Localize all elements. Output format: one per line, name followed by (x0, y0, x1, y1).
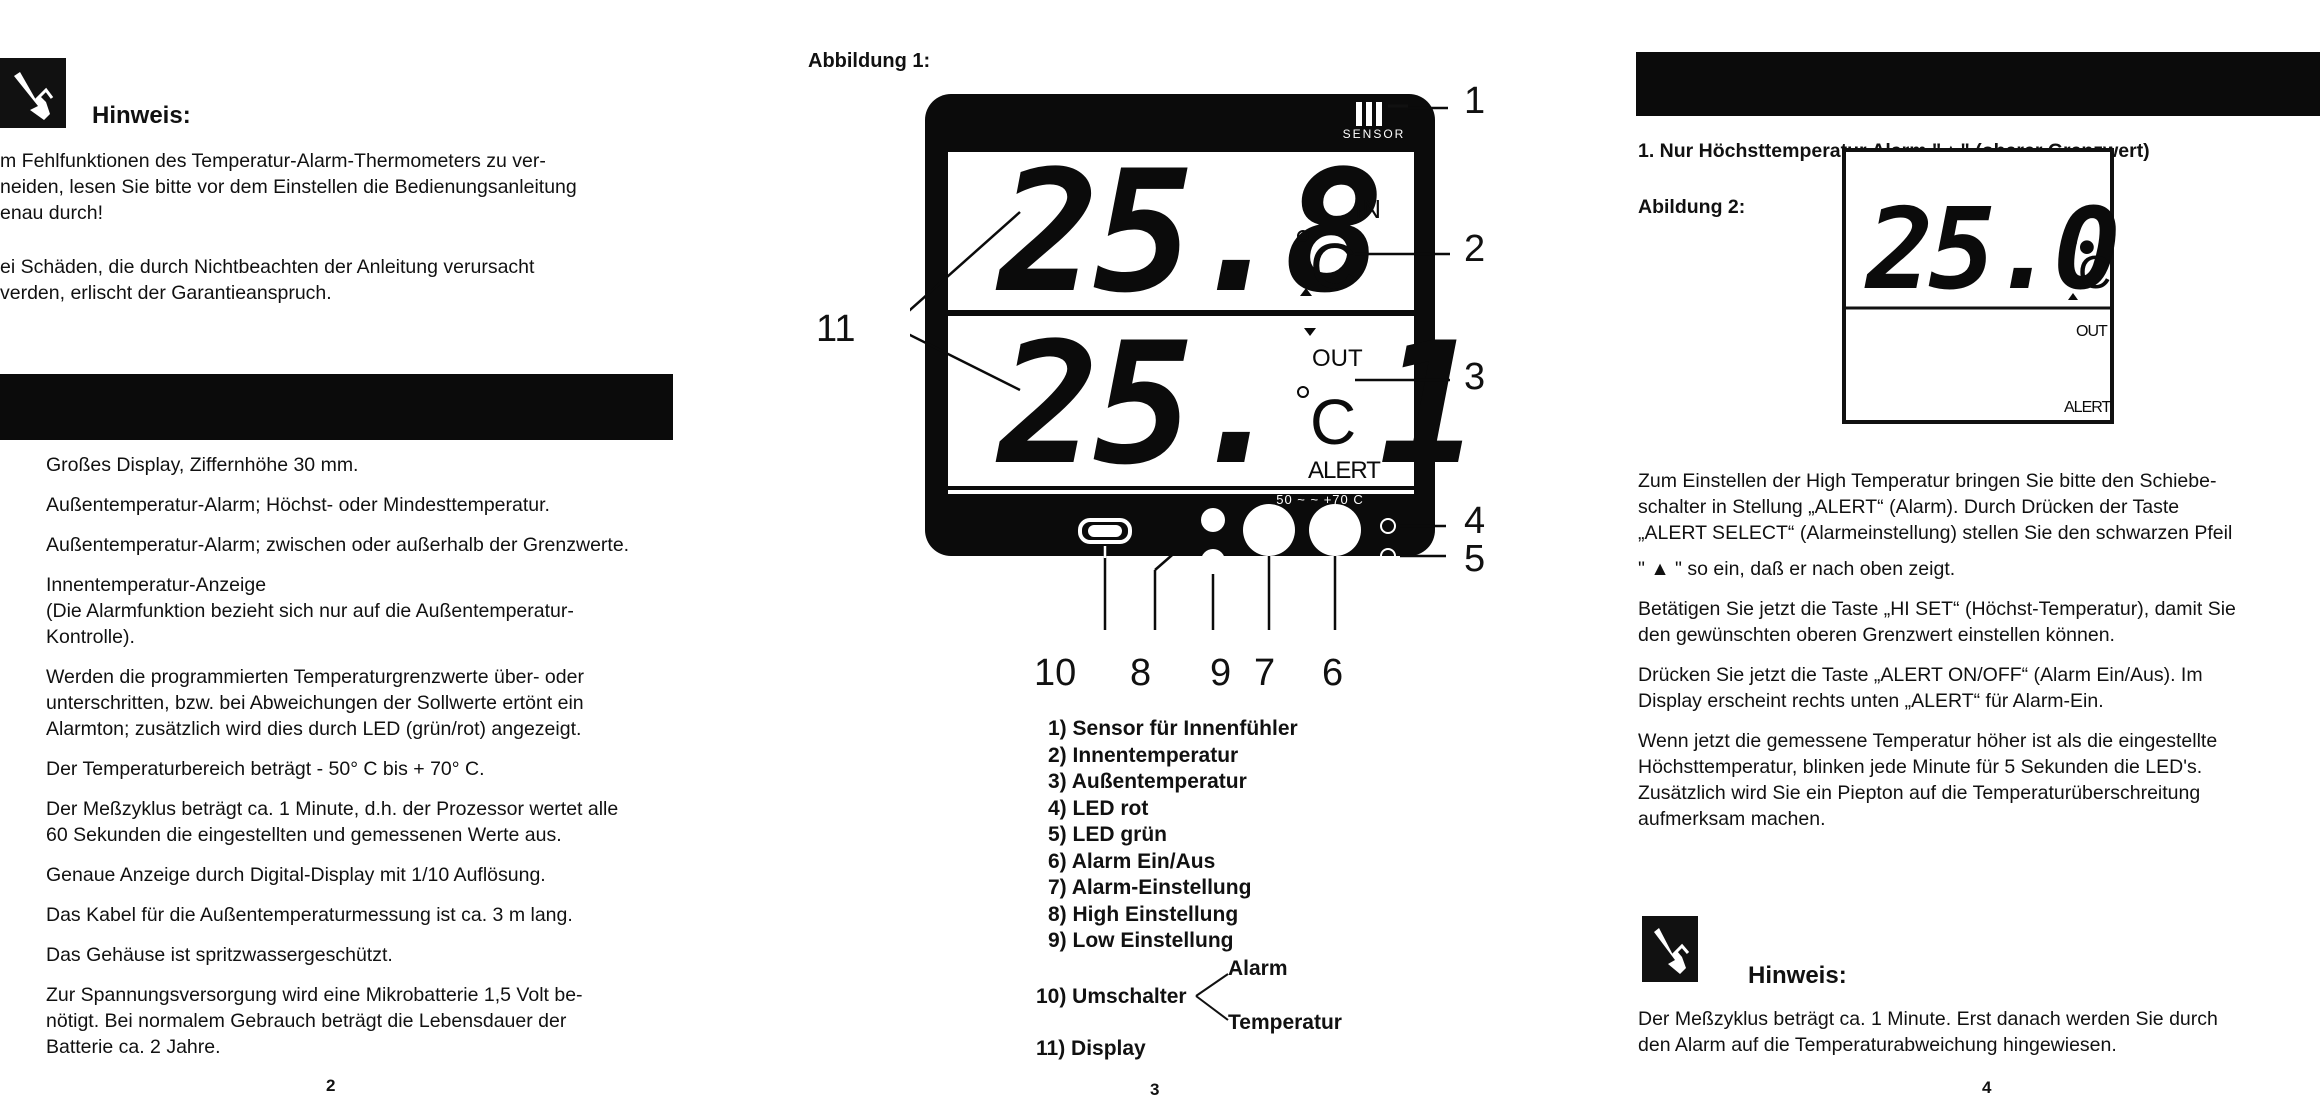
hinweis-text: Der Meßzyklus beträgt ca. 1 Minute. Erst… (1638, 1008, 2218, 1056)
page-2: Hinweis: m Fehlfunktionen des Temperatur… (0, 0, 700, 1120)
range-label: 50 ~ ~ +70 C (1276, 492, 1364, 507)
display2-out-tag: OUT (2076, 323, 2108, 340)
outdoor-tag: OUT (1312, 345, 1363, 372)
outdoor-display (948, 316, 1414, 486)
paragraph-1-line: schalter in Stellung „ALERT“ (Alarm). Du… (1638, 496, 2180, 518)
legend: 1) Sensor für Innenfühler 2) Innentemper… (1048, 716, 1508, 955)
section-black-band (0, 374, 673, 440)
legend-bracket (1195, 973, 1229, 1021)
callout-7: 7 (1254, 652, 1276, 694)
callout-2: 2 (1464, 228, 1486, 270)
feature-item: Außentemperatur-Alarm; zwischen oder auß… (46, 534, 630, 556)
outdoor-temperature: 25. 1 (995, 306, 1474, 502)
hand-pointer-icon (1642, 916, 1698, 982)
section-black-band (1636, 52, 2320, 116)
feature-item: Großes Display, Ziffernhöhe 30 mm. (46, 454, 359, 476)
slide-switch (1088, 525, 1122, 537)
legend-item-10-temperatur: Temperatur (1228, 1011, 1342, 1034)
instructions: Zum Einstellen der High Temperatur bring… (1638, 468, 2318, 832)
paragraph-4: Wenn jetzt die gemessene Temperatur höhe… (1638, 730, 2218, 830)
thermometer-device: SENSOR 25.8 IN C 25. 1 OUT C ALERT 50 ~ … (910, 94, 1480, 630)
feature-item: Der Meßzyklus beträgt ca. 1 Minute, d.h.… (46, 798, 619, 846)
paragraph-3: Drücken Sie jetzt die Taste „ALERT ON/OF… (1638, 664, 2203, 712)
callout-5: 5 (1464, 538, 1486, 580)
figure-label: Abbildung 1: (808, 50, 931, 72)
callout-1: 1 (1464, 80, 1486, 122)
hinweis-title: Hinweis: (92, 102, 191, 129)
page-number: 4 (1982, 1078, 1992, 1097)
legend-item-11: 11) Display (1036, 1037, 1146, 1060)
feature-item: Genaue Anzeige durch Digital-Display mit… (46, 864, 546, 886)
switch-slot (1078, 518, 1132, 544)
alert-onoff-button (1309, 504, 1361, 556)
callout-9: 9 (1210, 652, 1232, 694)
indoor-temperature: 25.8 (995, 134, 1379, 330)
paragraph-2: Betätigen Sie jetzt die Taste „HI SET“ (… (1638, 598, 2236, 646)
callout-10: 10 (1034, 652, 1077, 694)
page-4: 1. Nur Höchsttemperatur Alarm "▲" (obere… (1630, 0, 2320, 1120)
figure-label: Abildung 2: (1638, 196, 1746, 218)
page-number: 2 (326, 1076, 336, 1095)
outdoor-unit: C (1310, 386, 1356, 458)
page-number: 3 (1150, 1080, 1160, 1099)
callout-4: 4 (1464, 500, 1486, 542)
legend-item-10: 10) Umschalter (1036, 985, 1187, 1008)
hinweis-title: Hinweis: (1748, 962, 1847, 989)
feature-item: Außentemperatur-Alarm; Höchst- oder Mind… (46, 494, 550, 516)
page-3: Abbildung 1: SENSOR 25.8 IN C 25. 1 OUT … (790, 0, 1590, 1120)
feature-item: Das Gehäuse ist spritzwassergeschützt. (46, 944, 393, 966)
feature-item: Werden die programmierten Temperaturgren… (46, 666, 584, 740)
high-set-button (1201, 508, 1225, 532)
feature-list: Großes Display, Ziffernhöhe 30 mm. Außen… (46, 452, 686, 1074)
callout-8: 8 (1130, 652, 1152, 694)
legend-item: 6) Alarm Ein/Aus (1048, 849, 1216, 873)
legend-item: 7) Alarm-Einstellung (1048, 876, 1252, 899)
callout-6: 6 (1322, 652, 1344, 694)
hand-pointer-icon (0, 58, 66, 128)
legend-item: 4) LED rot (1048, 796, 1149, 820)
display2-temperature: 25.0 (1864, 185, 2116, 315)
paragraph-1-line: " ▲ " so ein, daß er nach oben zeigt. (1638, 558, 1956, 580)
hinweis-paragraph-1: m Fehlfunktionen des Temperatur-Alarm-Th… (0, 150, 577, 224)
display-figure-2: 25.0 C OUT ALERT (1842, 148, 2120, 424)
legend-item: 5) LED grün (1048, 823, 1167, 846)
led-red (1380, 518, 1396, 534)
display2-unit: C (2078, 246, 2111, 298)
indoor-display (948, 152, 1414, 310)
hinweis-paragraph-2: ei Schäden, die durch Nichtbeachten der … (0, 256, 535, 304)
sensor-label: SENSOR (1343, 127, 1406, 141)
legend-item: 9) Low Einstellung (1048, 929, 1234, 952)
legend-item: 8) High Einstellung (1048, 902, 1239, 926)
low-set-button (1201, 549, 1225, 573)
legend-item: 3) Außentemperatur (1048, 770, 1247, 793)
legend-item-10-alarm: Alarm (1228, 957, 1288, 980)
paragraph-1-line: Zum Einstellen der High Temperatur bring… (1638, 470, 2217, 492)
display2-alert-tag: ALERT (2064, 399, 2112, 416)
led-green (1380, 548, 1396, 564)
indoor-tag: IN (1355, 194, 1381, 224)
feature-item: Innentemperatur-Anzeige (Die Alarmfunkti… (46, 574, 574, 648)
alert-tag: ALERT (1308, 457, 1381, 484)
callout-11: 11 (816, 308, 856, 350)
alert-select-button (1243, 504, 1295, 556)
indoor-unit: C (1310, 230, 1356, 302)
sensor-icon (1356, 102, 1382, 126)
feature-item: Der Temperaturbereich beträgt - 50° C bi… (46, 758, 485, 780)
callout-3: 3 (1464, 356, 1486, 398)
legend-item: 2) Innentemperatur (1048, 743, 1239, 767)
feature-item: Zur Spannungsversorgung wird eine Mikrob… (46, 984, 583, 1058)
legend-item: 1) Sensor für Innenfühler (1048, 717, 1298, 740)
paragraph-1-line: „ALERT SELECT“ (Alarmeinstellung) stelle… (1638, 522, 2233, 544)
feature-item: Das Kabel für die Außentemperaturmessung… (46, 904, 573, 926)
